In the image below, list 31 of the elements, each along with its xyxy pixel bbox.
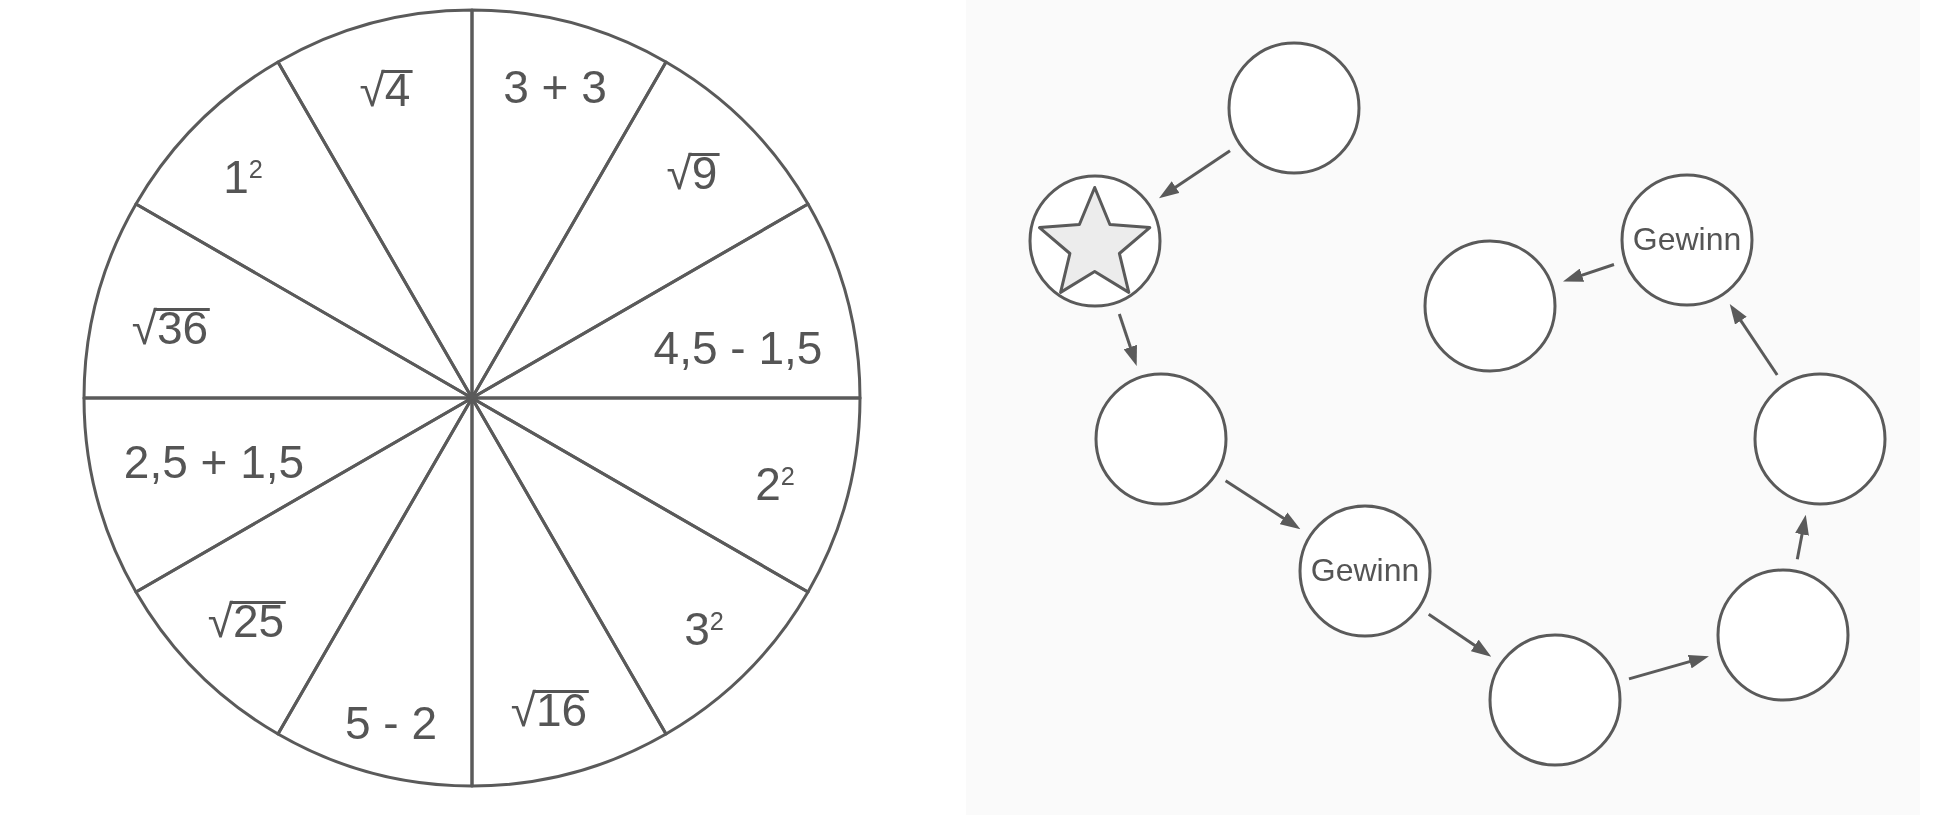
star-circle — [1028, 174, 1162, 308]
expression-label: √16 — [510, 687, 588, 733]
expression-label: 4,5 - 1,5 — [653, 325, 823, 371]
expression-label: 2$^{2}$ — [755, 461, 795, 507]
expression-label: √4 — [359, 67, 411, 113]
expression-label: 3 + 3 — [503, 64, 607, 110]
expression-label: 5 - 2 — [345, 700, 437, 746]
expression-label: √36 — [131, 305, 209, 351]
circle-node — [1488, 633, 1622, 767]
circle-node — [1298, 504, 1432, 638]
arrow — [1117, 313, 1137, 366]
expression-label: √9 — [666, 150, 718, 196]
arrow — [1563, 263, 1615, 282]
expression-label: 3$^{2}$ — [684, 606, 724, 652]
circle-node — [1227, 41, 1361, 175]
circle-label: Gewinn — [1632, 222, 1742, 258]
circle-label: Gewinn — [1310, 553, 1420, 589]
arrow — [1427, 613, 1492, 657]
expression-label: √25 — [207, 598, 285, 644]
expression-label: 2,5 + 1,5 — [123, 439, 305, 485]
arrow — [1224, 479, 1301, 530]
expression-label: 1$^{2}$ — [223, 154, 263, 200]
circle-node — [1753, 372, 1887, 506]
arrow — [1795, 514, 1809, 560]
arrow — [1159, 149, 1231, 199]
arrow — [1729, 304, 1779, 376]
circle-node — [1423, 239, 1557, 373]
circle-node — [1094, 372, 1228, 506]
circle-node — [1620, 173, 1754, 307]
circle-node — [1716, 568, 1850, 702]
arrow — [1628, 654, 1709, 681]
